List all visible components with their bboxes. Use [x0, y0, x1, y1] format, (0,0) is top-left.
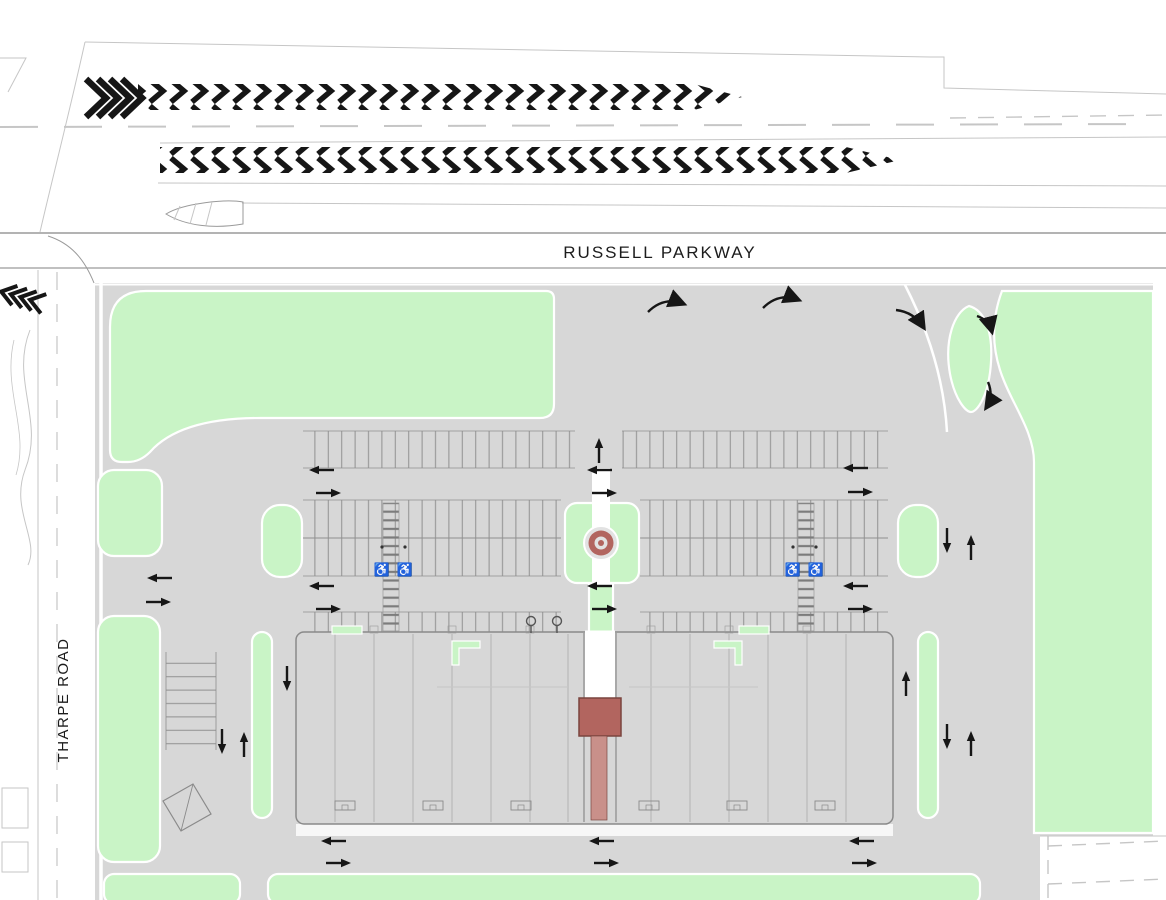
road-edge-line	[930, 56, 1166, 95]
curved-flow-arrow-icon	[762, 285, 803, 309]
chevron-merge-cluster-icon	[83, 76, 147, 120]
chevron-cluster-westbound-icon	[0, 283, 47, 315]
offsite-pad	[1, 841, 29, 873]
curb-return-line	[47, 235, 95, 284]
handicap-icon: ♿	[808, 562, 824, 577]
crosswalk-ladder-east	[797, 502, 815, 632]
southeast-unpaved-area	[1040, 835, 1166, 900]
traffic-flow-arrows	[144, 285, 1003, 869]
building-landscape-accents	[331, 625, 770, 666]
lane-dash-line	[949, 114, 1166, 119]
stall-dot	[403, 545, 407, 549]
landscape-bump-west	[260, 503, 304, 579]
center-plaza-island	[563, 468, 641, 634]
lane-line	[159, 136, 1166, 144]
stall-dot	[791, 545, 795, 549]
curved-flow-arrow-icon	[895, 308, 926, 332]
building-front-sidewalk	[296, 824, 893, 836]
handicap-icon: ♿	[374, 562, 390, 577]
building-bay-lines	[334, 634, 847, 822]
handicap-icon: ♿	[397, 562, 413, 577]
landscape-pill-east	[916, 630, 940, 820]
landscape-pill-west	[250, 630, 274, 820]
crosswalk-ladders	[382, 502, 815, 632]
entry-spine	[590, 735, 608, 821]
road-edge-line	[84, 41, 931, 58]
curved-flow-arrow-icon	[984, 381, 1003, 411]
lane-line	[157, 182, 1166, 187]
stall-row-north-east	[622, 431, 888, 468]
landscape-west-lower	[96, 614, 162, 864]
curved-flow-arrow-icon	[647, 289, 688, 313]
entrance-curb-return	[903, 284, 949, 433]
stall-row-south-west	[303, 612, 561, 632]
landscape-bump-east	[896, 503, 940, 579]
contour-line	[10, 339, 21, 476]
stall-dot	[814, 545, 818, 549]
building-parapet-caps	[369, 625, 812, 634]
stall-dot	[380, 545, 384, 549]
landscape-south	[266, 872, 982, 900]
storefront-doors	[334, 800, 836, 811]
contour-line	[20, 329, 32, 566]
road-edge-line	[0, 57, 27, 93]
lane-line	[241, 202, 1166, 209]
tharpe-road: THARPE ROAD	[0, 235, 95, 900]
russell-parkway-road: RUSSELL PARKWAY	[0, 41, 1166, 269]
handicap-stall-symbols: ♿ ♿ ♿ ♿	[374, 545, 824, 577]
lane-dash-line	[0, 123, 1151, 128]
handicap-icon: ♿	[785, 562, 801, 577]
russell-parkway-label: RUSSELL PARKWAY	[563, 243, 756, 262]
stall-row-west-drive	[166, 652, 216, 750]
curved-flow-arrow-icon	[976, 314, 998, 336]
gore-island	[165, 200, 244, 227]
landscape-north	[108, 289, 556, 464]
crosswalk-ladder-west	[382, 502, 400, 632]
east-unpaved-strip	[1153, 283, 1166, 836]
chevron-markings-row-2-icon	[160, 147, 900, 173]
center-crosswalk	[592, 468, 610, 504]
landscape-south-west	[102, 872, 242, 900]
dumpster-pad	[162, 783, 212, 832]
circular-plaza-feature	[583, 525, 619, 561]
landscape-west-upper	[96, 468, 164, 558]
lobby-gap	[585, 630, 615, 699]
tharpe-road-label: THARPE ROAD	[55, 638, 72, 763]
stall-row-north-west	[303, 431, 575, 468]
ramp-edge-line	[39, 41, 86, 233]
offsite-pad	[1, 787, 29, 829]
entry-tower	[578, 697, 622, 737]
stall-row-south-east	[640, 612, 888, 632]
bike-rack-icon	[525, 615, 563, 633]
site-area	[95, 283, 1166, 900]
building-footprint	[295, 615, 894, 836]
chevron-markings-row-1-icon	[138, 84, 742, 110]
parking-stall-lines	[165, 430, 888, 750]
